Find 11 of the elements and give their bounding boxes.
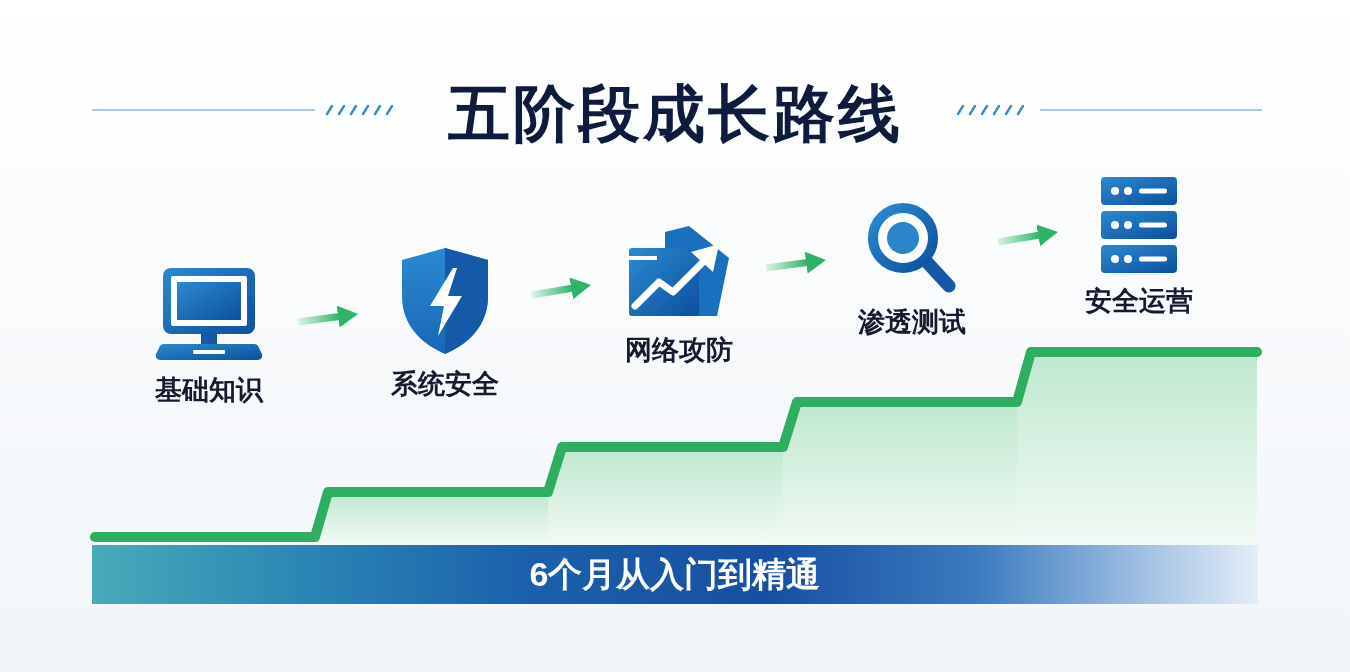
arrow	[531, 277, 592, 300]
title: 五阶段成长路线	[447, 78, 903, 150]
timeline-banner: 6个月从入门到精通	[92, 545, 1258, 604]
arrow	[297, 305, 359, 328]
stage-label: 网络攻防	[624, 334, 733, 366]
stage-label: 渗透测试	[858, 306, 966, 338]
arrow	[765, 251, 827, 274]
stage-label: 系统安全	[391, 368, 499, 400]
arrow	[997, 224, 1059, 247]
stage-label: 安全运营	[1085, 285, 1193, 317]
stage-label: 基础知识	[155, 374, 263, 406]
